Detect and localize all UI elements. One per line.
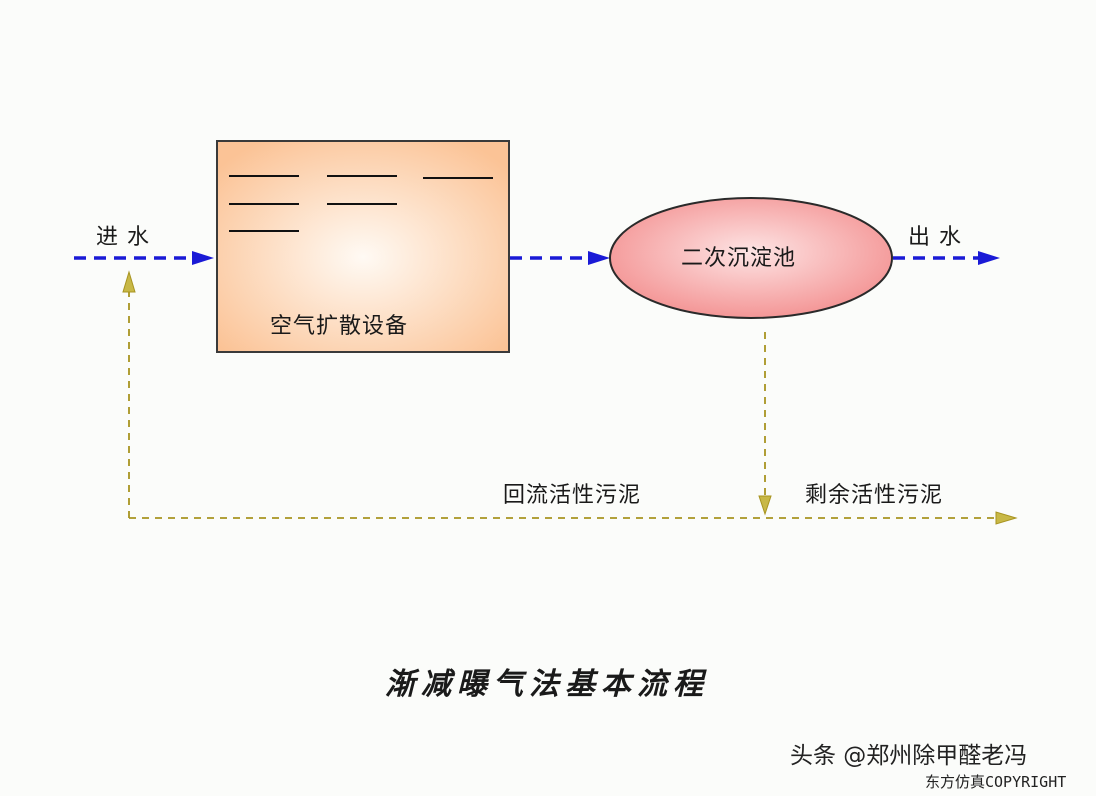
outflow-arrow [893,251,1000,265]
return-sludge-arrowhead [122,270,136,293]
outflow-label: 出 水 [908,225,962,250]
sludge-lines [128,290,1000,519]
author-watermark: 头条 @郑州除甲醛老冯 [790,743,1028,769]
excess-sludge-drop-arrowhead [758,495,772,516]
clarifier-label: 二次沉淀池 [681,246,797,271]
secondary-clarifier [609,197,893,319]
excess-sludge-arrowhead [995,511,1018,525]
diagram-title: 渐减曝气法基本流程 [385,667,709,702]
copyright-watermark: 东方仿真COPYRIGHT [925,773,1067,791]
return-sludge-label: 回流活性污泥 [503,483,642,508]
aeration-tank-label: 空气扩散设备 [270,314,409,339]
tank-to-clarifier-arrow [510,251,610,265]
inflow-label: 进 水 [96,225,150,250]
excess-sludge-label: 剩余活性污泥 [805,483,944,508]
diffuser-lines [229,175,493,232]
inflow-arrow [74,251,214,265]
